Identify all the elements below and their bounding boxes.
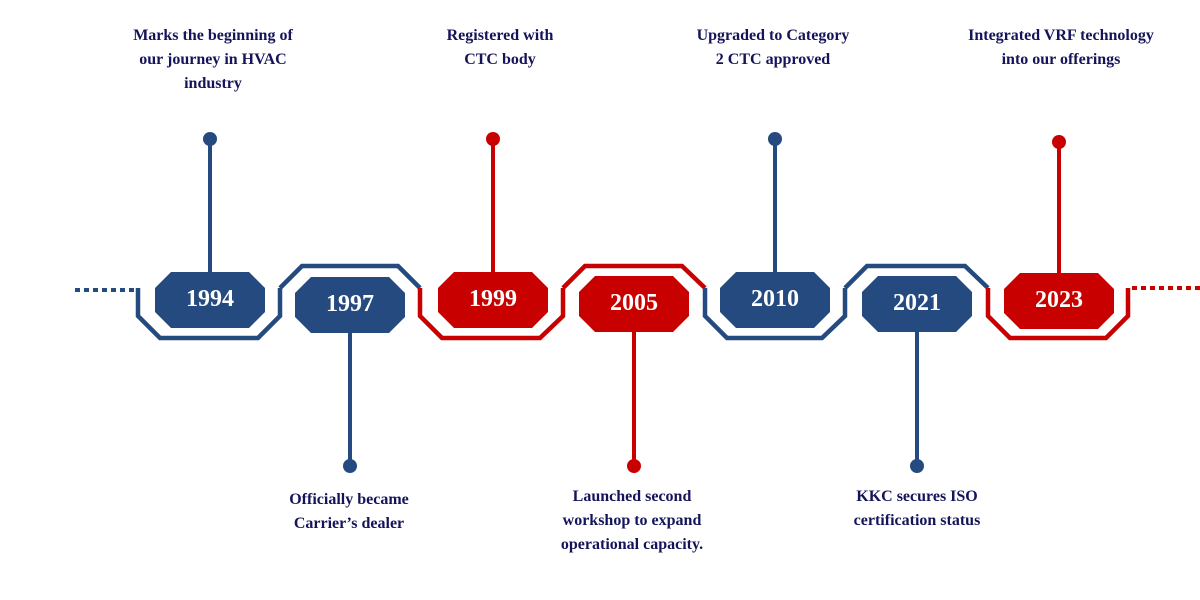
year-label: 1994 [186,286,234,312]
year-label: 1999 [469,286,517,312]
caption-line: workshop to expand [562,512,702,529]
year-badge [720,272,830,328]
bracket-connector [843,263,990,290]
milestone-dot [203,132,217,146]
year-badge [862,276,972,332]
bracket-connector [417,288,566,341]
year-badge [295,277,405,333]
caption-line: 2 CTC approved [715,51,831,68]
year-badge [155,272,265,328]
milestone-dot [343,459,357,473]
milestone-dot [627,459,641,473]
milestone-caption: Upgraded to Category 2 CTC approved [663,24,883,72]
year-label: 2021 [893,290,941,316]
milestone-dot [486,132,500,146]
milestone-dot [1052,135,1066,149]
year-label: 2010 [751,286,799,312]
year-badge [1004,273,1114,329]
bracket-connector [702,288,848,341]
milestone-dot [910,459,924,473]
caption-line: our journey in HVAC [139,51,287,68]
bracket-connector [561,263,707,290]
caption-line: Upgraded to Category [696,27,850,44]
caption-line: Registered with [446,27,554,44]
year-label: 1997 [326,291,374,317]
milestone-caption: KKC secures ISO certification status [807,485,1027,533]
caption-line: industry [184,75,242,92]
caption-line: Officially became [289,491,409,508]
caption-line: Launched second [572,488,692,505]
caption-line: certification status [853,512,981,529]
milestone-dot [768,132,782,146]
caption-line: KKC secures ISO [856,488,978,505]
milestone-caption: Marks the beginning of our journey in HVA… [103,24,323,96]
caption-line: Marks the beginning of [133,27,293,44]
year-label: 2023 [1035,287,1083,313]
caption-line: CTC body [464,51,536,68]
year-badge [579,276,689,332]
caption-line: Integrated VRF technology [968,27,1154,44]
year-badge [438,272,548,328]
bracket-connector [135,288,283,341]
bracket-connector [278,263,422,290]
caption-line: operational capacity. [560,536,704,553]
caption-line: into our offerings [1001,51,1121,68]
year-label: 2005 [610,290,658,316]
bracket-connector [985,288,1131,341]
milestone-caption: Launched second workshop to expand operati… [522,485,742,557]
milestone-caption: Integrated VRF technology into our offeri… [951,24,1171,72]
caption-line: Carrier’s dealer [293,515,405,532]
